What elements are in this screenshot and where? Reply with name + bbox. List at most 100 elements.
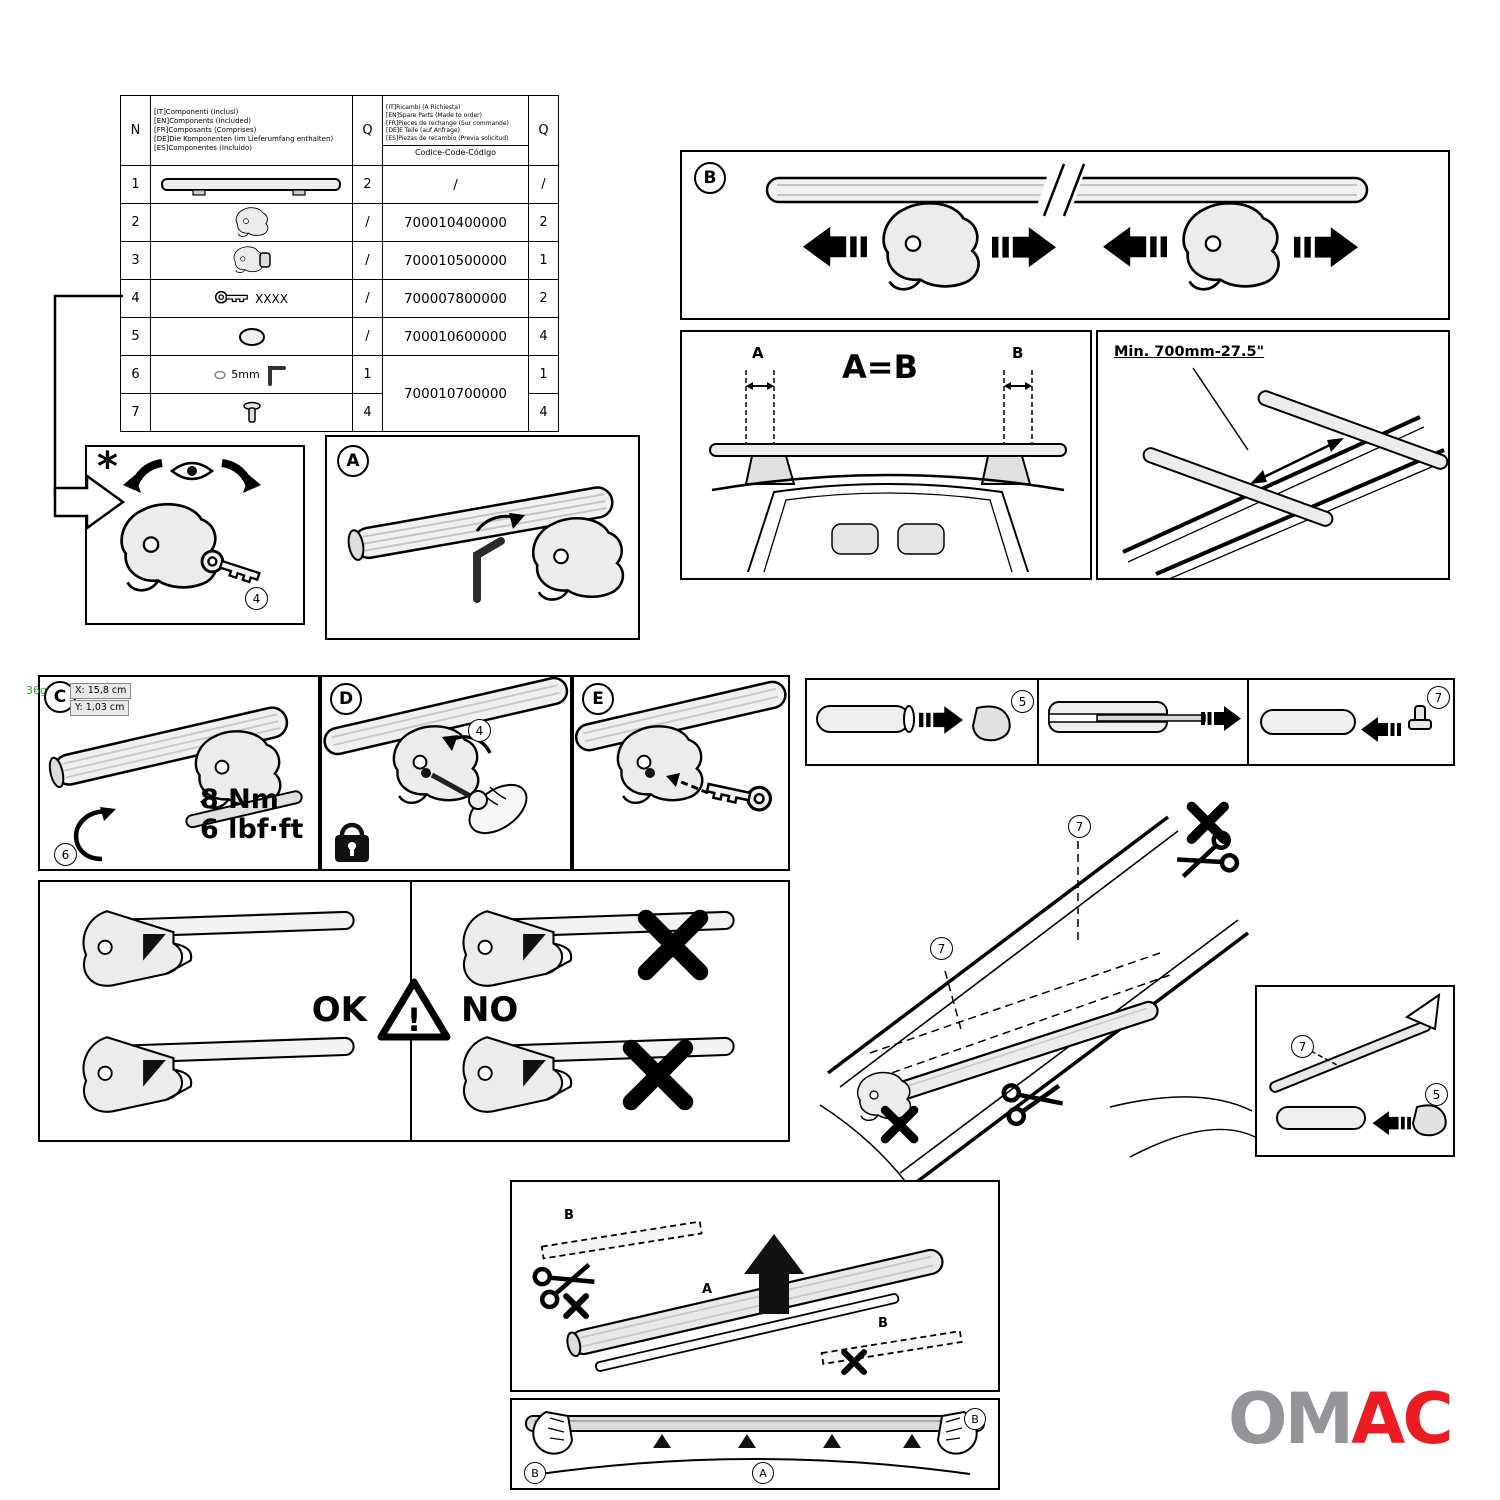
row-code: 700010600000 — [382, 317, 529, 356]
row-spare-q: 1 — [528, 355, 559, 394]
scissors-icon — [1002, 1076, 1064, 1126]
svg-text:!: ! — [407, 1001, 422, 1039]
scissors-icon — [1174, 831, 1239, 887]
strip-end-illustration — [1404, 992, 1441, 1031]
callout-b: B — [524, 1462, 546, 1484]
panel-c: C X: 15,8 cm Y: 1,03 cm 8 Nm 6 lbf·ft 6 — [38, 675, 320, 871]
callout-7: 7 — [1291, 1035, 1314, 1058]
crossbar-illustration — [709, 443, 1067, 457]
wrong-grip-illustration — [462, 1036, 735, 1113]
crossbar-illustration — [566, 1248, 944, 1358]
panel-d-label: D — [330, 683, 362, 715]
hook-illustration — [73, 807, 116, 862]
panel-b: B — [680, 150, 1450, 320]
callout-5: 5 — [1425, 1083, 1448, 1106]
allen-key-icon — [473, 537, 505, 603]
measure-arrows — [746, 382, 1032, 390]
slide-left-arrow-icon — [1103, 226, 1167, 267]
panel-a: A — [325, 435, 640, 640]
rubber-strip-illustration — [1096, 714, 1206, 722]
keyhole — [645, 768, 655, 778]
foot-illustration — [616, 725, 704, 805]
row-q: 2 — [352, 165, 383, 204]
rear-glass-edge — [539, 1458, 971, 1475]
measure-b-label: B — [1012, 344, 1024, 362]
panel-strip-insert — [1037, 678, 1249, 766]
allen-key-icon — [267, 365, 286, 386]
table-row: 2 / 700010400000 2 — [120, 203, 559, 242]
correct-grip-illustration — [82, 1036, 355, 1113]
logo-ac: AC — [1351, 1378, 1454, 1460]
scissors-icon — [533, 1255, 598, 1309]
slide-right-arrow-icon — [1294, 227, 1358, 268]
omac-logo: OMAC — [1228, 1384, 1454, 1454]
insert-left-arrow-icon — [1361, 717, 1401, 742]
panel-cap-insert: 5 — [805, 678, 1039, 766]
key-illustration — [703, 775, 775, 814]
strip-a-illustration — [594, 1293, 900, 1372]
panel-hands-install: B A B — [510, 1398, 1000, 1490]
car-roof-illustration — [711, 473, 1065, 573]
lock-icon — [335, 822, 369, 862]
row-spare-q: 4 — [528, 393, 559, 432]
row-n: 2 — [120, 203, 151, 242]
col-header-n: N — [120, 95, 151, 166]
print-watermark: 36g — [26, 684, 47, 697]
slide-right-arrow-icon — [992, 227, 1056, 268]
hand-illustration — [532, 1410, 574, 1455]
torque-lbf: 6 lbf·ft — [200, 814, 304, 846]
panel-a-equals-b: A=B A B — [680, 330, 1092, 580]
bar-end-illustration — [816, 705, 910, 733]
foot-illustration — [882, 201, 980, 291]
torque-nm: 8 Nm — [200, 784, 279, 815]
callout-b: B — [964, 1408, 986, 1430]
crossbar-illustration — [574, 680, 787, 752]
col-header-code: Codice-Code-Código — [383, 144, 528, 159]
row-code: 700010700000 — [382, 355, 529, 432]
rotate-arrow-icon — [475, 513, 525, 532]
min-distance-title: Min. 700mm-27.5" — [1114, 344, 1265, 360]
row-q: / — [352, 279, 383, 318]
strip-b-top — [540, 1220, 703, 1260]
label-b: B — [878, 1316, 888, 1331]
insert-arrow-icon — [666, 773, 709, 795]
row-q: 1 — [352, 355, 383, 394]
panel-bar-install: B A B — [510, 1180, 1000, 1392]
row-q: / — [352, 203, 383, 242]
row-q: / — [352, 241, 383, 280]
row-code: / — [382, 165, 529, 204]
insert-right-arrow-icon — [1201, 706, 1241, 731]
callout-a: A — [752, 1462, 774, 1484]
row-q: 4 — [352, 393, 383, 432]
label-b: B — [564, 1208, 574, 1223]
row-q: / — [352, 317, 383, 356]
row-spare-q: / — [528, 165, 559, 204]
row-spare-q: 4 — [528, 317, 559, 356]
label-a: A — [702, 1282, 713, 1297]
panel-e-label: E — [582, 683, 614, 715]
plug-illustration — [1408, 705, 1432, 730]
insert-right-arrow-icon — [919, 706, 963, 734]
row-code: 700007800000 — [382, 279, 529, 318]
panel-ok-no: OK ! NO — [38, 880, 790, 1142]
slide-left-arrow-icon — [803, 226, 867, 267]
row-spare-q: 2 — [528, 203, 559, 242]
eye-icon — [169, 461, 215, 481]
table-row: 6 5mm 1 700010700000 1 — [120, 355, 559, 432]
callout-7: 7 — [1427, 686, 1450, 709]
hand-with-key-illustration — [430, 772, 528, 835]
clamp-illustration — [120, 502, 218, 592]
ok-label: OK — [311, 990, 367, 1030]
crossbar-illustration — [1142, 447, 1334, 527]
end-cap-icon — [151, 318, 352, 355]
row-n: 1 — [120, 165, 151, 204]
row-n: 6 — [120, 355, 151, 394]
keyhole — [421, 768, 431, 778]
callout-7: 7 — [1068, 815, 1091, 838]
leader-line — [1192, 367, 1249, 451]
crossbar-illustration — [870, 1000, 1159, 1109]
a-equals-b-title: A=B — [842, 348, 918, 386]
dimension-x-badge: X: 15,8 cm — [70, 683, 132, 699]
panel-e: E — [572, 675, 790, 871]
